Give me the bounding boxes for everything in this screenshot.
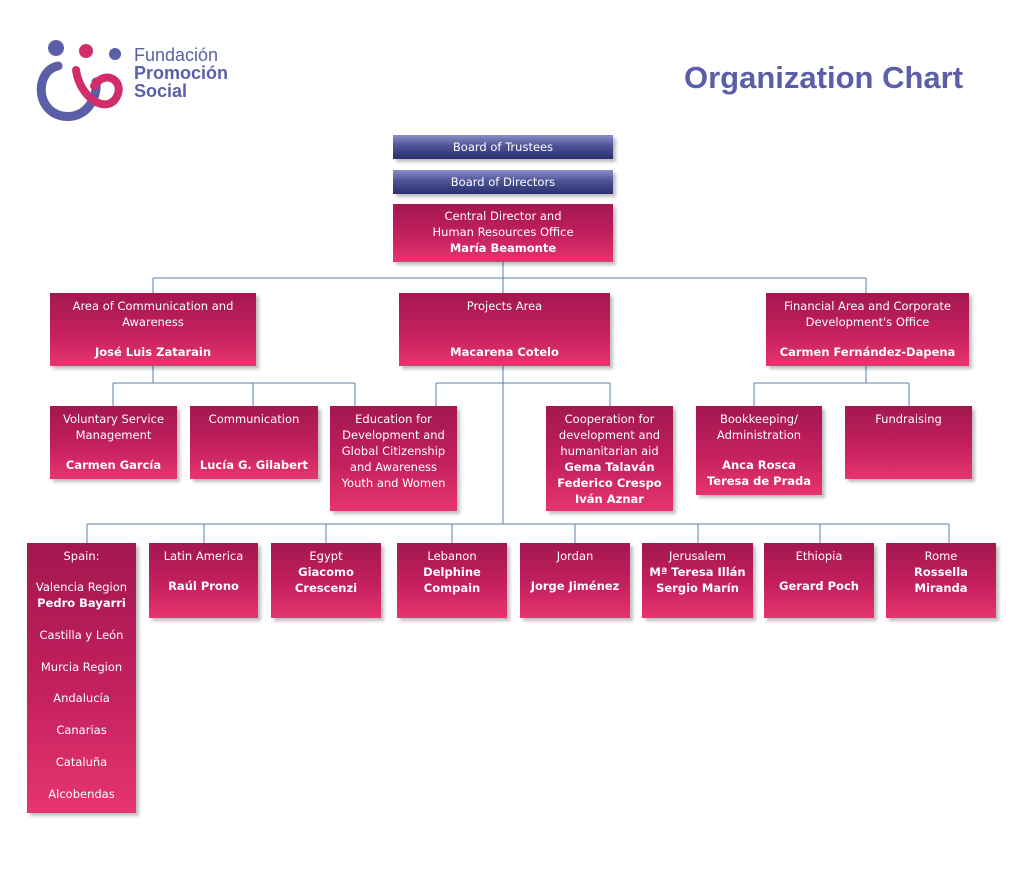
- fundraising-title: Fundraising: [875, 412, 942, 426]
- communication-area-person: José Luis Zatarain: [94, 345, 212, 359]
- education-title: Education for Development and Global Cit…: [341, 412, 446, 490]
- education-box: Education for Development and Global Cit…: [330, 406, 457, 511]
- spain-region-item: Valencia Region Pedro Bayarri: [27, 579, 136, 611]
- region-person: Giacomo Crescenzi: [294, 565, 358, 595]
- communication-box: Communication Lucía G. Gilabert: [190, 406, 318, 479]
- communication-area-title: Area of Communication and Awareness: [72, 299, 234, 329]
- region-rome-box: Rome Rossella Miranda: [886, 543, 996, 618]
- financial-area-title: Financial Area and Corporate Development…: [784, 299, 951, 329]
- spain-box: Spain: Valencia Region Pedro Bayarri Cas…: [27, 543, 136, 813]
- page-title: Organization Chart: [684, 60, 964, 95]
- voluntary-service-person: Carmen García: [65, 458, 162, 472]
- spain-region-item: Murcia Region: [40, 660, 123, 674]
- region-jerusalem-box: Jerusalem Mª Teresa Illán Sergio Marín: [642, 543, 753, 618]
- projects-area-title: Projects Area: [466, 299, 543, 313]
- logo-text-line2: Promoción: [134, 63, 229, 83]
- board-of-trustees-label: Board of Trustees: [452, 140, 554, 154]
- region-ethiopia-box: Ethiopia Gerard Poch: [764, 543, 874, 618]
- projects-area-box: Projects Area Macarena Cotelo: [399, 293, 610, 366]
- spain-title: Spain:: [63, 549, 100, 563]
- logo-text-line3: Social: [134, 81, 188, 101]
- board-of-directors-box: Board of Directors: [393, 170, 613, 194]
- region-egypt-box: Egypt Giacomo Crescenzi: [271, 543, 381, 618]
- spain-region-item: Castilla y León: [39, 628, 124, 642]
- foundation-logo: Fundación Promoción Social: [36, 38, 236, 122]
- spain-region-item: Cataluña: [55, 755, 108, 769]
- region-person: Gerard Poch: [779, 579, 859, 593]
- communication-area-box: Area of Communication and Awareness José…: [50, 293, 256, 366]
- region-person: Jorge Jiménez: [530, 579, 620, 593]
- region-title: Rome: [924, 549, 958, 563]
- cooperation-title: Cooperation for development and humanita…: [558, 412, 661, 458]
- bookkeeping-box: Bookkeeping/ Administration Anca Rosca T…: [696, 406, 822, 495]
- region-person: Mª Teresa Illán Sergio Marín: [649, 565, 746, 595]
- region-person: Rossella Miranda: [914, 565, 968, 595]
- logo-text-line1: Fundación: [134, 45, 219, 65]
- board-of-trustees-box: Board of Trustees: [393, 135, 613, 159]
- voluntary-service-title: Voluntary Service Management: [62, 412, 165, 442]
- board-of-directors-label: Board of Directors: [450, 175, 556, 189]
- financial-area-person: Carmen Fernández-Dapena: [779, 345, 956, 359]
- spain-region-item: Canarias: [56, 723, 107, 737]
- central-director-box: Central Director and Human Resources Off…: [393, 204, 613, 262]
- central-director-person: María Beamonte: [449, 241, 557, 255]
- cooperation-box: Cooperation for development and humanita…: [546, 406, 673, 511]
- projects-area-person: Macarena Cotelo: [450, 345, 559, 359]
- region-person: Raúl Prono: [168, 579, 239, 593]
- cooperation-persons: Gema Talaván Federico Crespo Iván Aznar: [557, 460, 662, 506]
- logo-figures-icon: [36, 40, 123, 121]
- region-title: Egypt: [309, 549, 343, 563]
- region-jordan-box: Jordan Jorge Jiménez: [520, 543, 630, 618]
- region-latin-america-box: Latin America Raúl Prono: [149, 543, 258, 618]
- bookkeeping-persons: Anca Rosca Teresa de Prada: [706, 458, 812, 488]
- region-person: Delphine Compain: [423, 565, 481, 595]
- region-lebanon-box: Lebanon Delphine Compain: [397, 543, 507, 618]
- communication-person: Lucía G. Gilabert: [199, 458, 309, 472]
- bookkeeping-title: Bookkeeping/ Administration: [716, 412, 802, 442]
- spain-region-item: Andalucía: [53, 691, 110, 705]
- region-title: Lebanon: [427, 549, 477, 563]
- communication-title: Communication: [208, 412, 300, 426]
- region-title: Latin America: [163, 549, 244, 563]
- fundraising-box: Fundraising: [845, 406, 972, 479]
- region-title: Jerusalem: [669, 549, 726, 563]
- region-title: Jordan: [556, 549, 594, 563]
- spain-region-item: Alcobendas: [48, 787, 115, 801]
- spain-region-name: Valencia Region: [35, 580, 128, 594]
- region-title: Ethiopia: [795, 549, 843, 563]
- voluntary-service-box: Voluntary Service Management Carmen Garc…: [50, 406, 177, 479]
- financial-area-box: Financial Area and Corporate Development…: [766, 293, 969, 366]
- central-director-title: Central Director and Human Resources Off…: [432, 209, 574, 239]
- spain-region-person: Pedro Bayarri: [37, 596, 126, 610]
